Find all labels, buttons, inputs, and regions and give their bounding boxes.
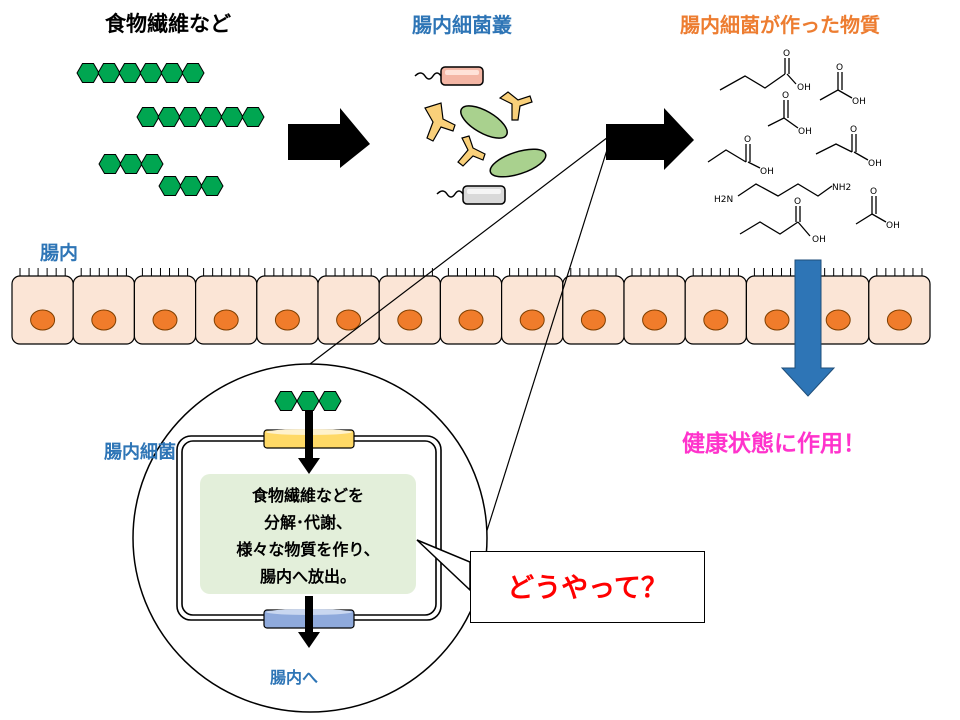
chem-label-o: O: [850, 125, 857, 135]
process-line: 食物繊維などを: [251, 486, 364, 505]
chem-label-oh: OH: [797, 83, 811, 93]
dietary-fiber-chains: [76, 63, 265, 196]
fiber-hexagon-icon: [160, 63, 184, 83]
cell-nucleus-icon: [458, 309, 484, 331]
chem-label-o: O: [794, 197, 801, 207]
epithelial-cell: [623, 268, 686, 345]
fiber-hexagon-icon: [118, 63, 142, 83]
chemical-atom-labels: OH O OH O OH O OH O OH O H2N NH2 OH O OH…: [714, 49, 900, 245]
fiber-hexagon-icon: [157, 107, 181, 127]
cell-nucleus-icon: [91, 309, 117, 331]
epithelial-cell: [378, 268, 442, 345]
process-description-box: 食物繊維などを 分解･代謝、 様々な物質を作り、 腸内へ放出。: [200, 474, 416, 594]
chem-label-oh: OH: [852, 97, 866, 107]
zoom-line: [309, 133, 613, 365]
fiber-hexagon-icon: [136, 107, 160, 127]
fiber-hexagon-icon: [76, 63, 100, 83]
black-arrow-icon: [606, 108, 694, 170]
cell-nucleus-icon: [825, 309, 851, 331]
epithelial-cell: [439, 268, 503, 345]
chem-label-o: O: [870, 187, 877, 197]
epithelial-cell: [317, 268, 380, 345]
fiber-hexagon-icon: [199, 107, 223, 127]
process-line: 分解･代謝、: [263, 513, 352, 532]
chem-label-o: O: [836, 63, 843, 73]
cell-nucleus-icon: [274, 309, 300, 331]
label-health-effect: 健康状態に作用！: [682, 431, 866, 457]
cell-nucleus-icon: [703, 309, 729, 331]
cell-nucleus-icon: [336, 309, 362, 331]
epithelial-cell: [256, 268, 319, 345]
fiber-hexagon-icon: [220, 107, 244, 127]
process-line: 腸内へ放出。: [259, 567, 356, 586]
cell-nucleus-icon: [642, 309, 668, 331]
zoom-line: [483, 133, 613, 541]
black-arrow-icon: [288, 108, 370, 168]
label-gut-microbiota: 腸内細菌叢: [412, 13, 512, 37]
question-text: どうやって？: [507, 573, 668, 604]
label-to-lumen: 腸内へ: [270, 668, 319, 687]
blue-down-arrow-icon: [780, 259, 836, 397]
epithelial-cell: [868, 268, 931, 345]
chem-label-oh: OH: [886, 221, 900, 231]
chem-label-o: O: [744, 135, 751, 145]
process-line: 様々な物質を作り、: [236, 540, 380, 559]
label-gut-bacterium: 腸内細菌: [104, 442, 176, 463]
fiber-hexagon-icon: [97, 63, 121, 83]
cell-nucleus-icon: [397, 309, 423, 331]
chem-label-h2n: H2N: [714, 195, 733, 205]
chem-label-oh: OH: [798, 127, 812, 137]
chem-label-nh2: NH2: [832, 183, 851, 193]
epithelial-cell: [133, 268, 197, 345]
chem-label-oh: OH: [868, 159, 882, 169]
fiber-hexagon-icon: [178, 107, 202, 127]
fiber-hexagon-icon: [158, 176, 182, 196]
fiber-hexagon-icon: [179, 176, 203, 196]
cell-nucleus-icon: [519, 309, 545, 331]
fiber-hexagon-icon: [139, 63, 163, 83]
epithelial-cell: [745, 268, 809, 345]
epithelial-cell: [806, 268, 870, 345]
chem-label-o: O: [782, 91, 789, 101]
fiber-hexagon-icon: [296, 391, 320, 411]
chem-label-o: O: [783, 49, 790, 59]
cell-nucleus-icon: [580, 309, 606, 331]
label-microbial-products: 腸内細菌が作った物質: [680, 13, 880, 37]
bacteria-cluster-icon: [414, 66, 547, 205]
fiber-hexagon-icon: [318, 391, 342, 411]
epithelial-cell: [72, 268, 135, 345]
fiber-hexagon-icon: [98, 154, 122, 174]
fiber-hexagon-icon: [200, 176, 224, 196]
fiber-hexagon-icon: [140, 154, 164, 174]
label-intestinal-lumen: 腸内: [40, 242, 79, 264]
fiber-hexagon-icon: [241, 107, 265, 127]
fiber-hexagon-icon: [274, 391, 298, 411]
cell-nucleus-icon: [886, 309, 912, 331]
flow-arrow-icon: [298, 410, 320, 648]
fiber-hexagon-icon: [119, 154, 143, 174]
epithelial-cell: [501, 268, 564, 345]
chem-label-oh: OH: [812, 235, 826, 245]
fiber-chain-small: [274, 391, 342, 411]
epithelial-cell: [195, 268, 258, 345]
cell-nucleus-icon: [764, 309, 790, 331]
question-callout: どうやって？: [470, 551, 705, 623]
epithelial-cell: [562, 268, 625, 345]
intestinal-epithelium: [11, 268, 931, 345]
fiber-hexagon-icon: [181, 63, 205, 83]
epithelial-cell: [684, 268, 748, 345]
chemical-structures: [707, 58, 887, 237]
chem-label-oh: OH: [760, 167, 774, 177]
cell-nucleus-icon: [152, 309, 178, 331]
epithelial-cell: [11, 268, 74, 345]
cell-nucleus-icon: [30, 309, 56, 331]
cell-nucleus-icon: [213, 309, 239, 331]
label-dietary-fiber: 食物繊維など: [105, 12, 231, 36]
